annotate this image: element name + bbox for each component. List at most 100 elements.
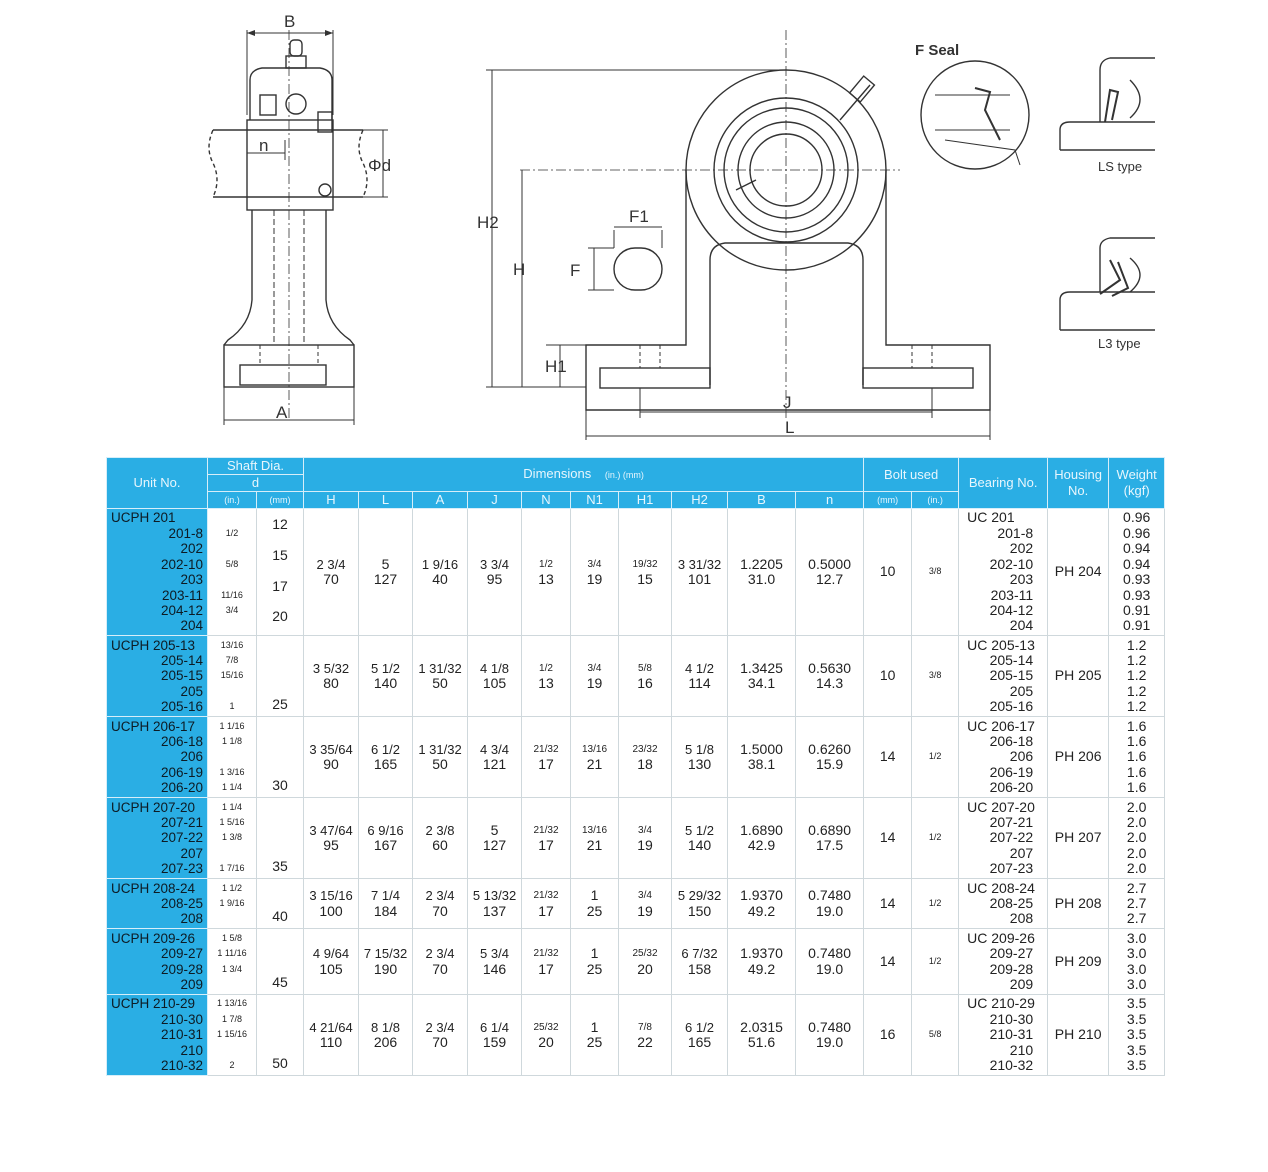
dim-inch: 6 1/4 [480,1019,509,1035]
dim-inch: 1 9/16 [421,556,459,572]
dim-mm: 19 [637,837,653,854]
dim-mm: 105 [482,675,507,692]
dim-inch: 21/32 [533,948,559,960]
dim-inch: 1.9370 [740,887,783,904]
dim-mm: 146 [482,960,507,977]
dim-mm: 25 [586,902,603,919]
dim-inch: 3 47/64 [309,822,353,838]
dim-mm: 140 [687,837,712,854]
bearing-no: 207 [1009,844,1034,861]
dim-inch: 1 [590,887,599,904]
shaft-inch: 2 [229,1060,235,1071]
dim-mm: 70 [323,571,339,588]
dim-inch: 5 [381,555,390,572]
dim-inch: 19/32 [632,558,658,570]
header-col-h: H [303,491,359,509]
dim-mm: 184 [373,902,398,919]
weight-value: 3.0 [1126,945,1147,962]
shaft-mm-cell: 35 [256,797,304,880]
bolt-in-cell: 3/8 [911,635,960,718]
dim-inch: 4 9/64 [312,946,350,962]
shaft-mm-cell: 50 [256,993,304,1076]
shaft-inch: 1/2 [225,527,239,538]
seal-title: F Seal [915,42,959,59]
dim-inch: 2.0315 [740,1018,783,1035]
bolt-in: 3/8 [928,670,942,681]
dim-mm: 15.9 [815,756,844,773]
dim-inch: 8 1/8 [371,1019,400,1035]
unit-no: 204-12 [160,602,203,618]
weight-value: 0.93 [1123,586,1151,603]
dim-mm: 25 [586,960,603,977]
seal-ls-type: LS type [1098,159,1142,174]
bearing-no: 201-8 [997,524,1034,541]
weight-value: 2.0 [1126,860,1147,877]
dim-mm: 159 [482,1033,507,1050]
unit-no: 206-19 [160,764,203,780]
unit-no: 202 [180,541,203,557]
housing-cell: PH 208 [1047,878,1110,930]
unit-no: UCPH 201 [111,510,176,526]
shaft-inch: 1 1/8 [221,736,243,747]
unit-no: 206 [180,749,203,765]
weight-value: 1.6 [1126,717,1147,734]
dim-inch: 5 1/2 [685,822,714,838]
dim-inch: 2 3/4 [425,946,455,962]
unit-no: UCPH 207-20 [111,799,196,815]
shaft-inch: 1 7/16 [219,863,245,874]
dim-inch: 1 [590,1018,599,1035]
dim-inch: 23/32 [632,743,658,755]
dim-mm: 50 [432,675,448,692]
dim-mm: 127 [482,837,507,854]
dim-mm: 100 [319,902,343,919]
dim-mm: 70 [432,902,448,919]
dim-mm: 114 [688,675,711,692]
dim-mm: 21 [586,837,603,854]
bolt-in-cell: 1/2 [911,797,960,880]
bolt-mm-cell: 10 [863,635,913,718]
dim-inch: 1.3425 [740,659,783,676]
seal-detail-drawing [920,57,1155,331]
shaft-inch: 1 1/2 [221,882,243,893]
weight-value: 1.2 [1126,698,1147,715]
front-view-drawing [486,30,991,440]
dim-mm: 167 [373,837,398,854]
dim-inch: 4 1/8 [480,660,509,676]
shaft-mm: 15 [272,546,288,563]
dim-mm: 121 [482,756,507,773]
bolt-in: 1/2 [928,898,942,909]
bearing-no: 210 [1009,1041,1034,1058]
unit-no: UCPH 209-26 [111,930,196,946]
weight-value: 2.7 [1126,879,1147,896]
weight-value: 2.7 [1126,895,1147,912]
shaft-mm: 25 [272,695,288,712]
dim-inch: 13/16 [581,824,608,836]
bearing-no: 206-19 [989,763,1034,780]
shaft-mm: 45 [272,973,288,990]
